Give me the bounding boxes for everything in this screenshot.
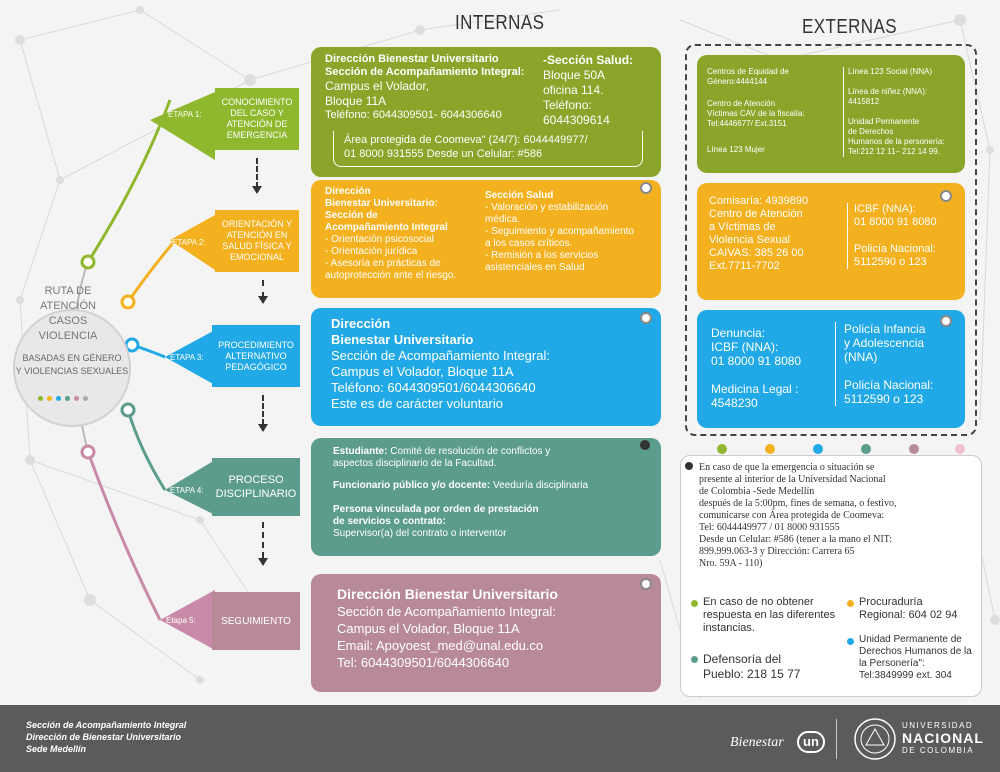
internas-4-text: Estudiante: Comité de resolución de conf… xyxy=(333,446,589,539)
connector-dot xyxy=(940,190,952,202)
internas-stage-1-box: Dirección Bienestar Universitario Secció… xyxy=(311,47,661,177)
un-logo: un xyxy=(797,731,825,753)
arrow-2-3 xyxy=(262,280,266,298)
stage-1-box[interactable]: CONOCIMIENTO DEL CASO Y ATENCIÓN DE EMER… xyxy=(215,88,299,150)
externas-3-left: Denuncia: ICBF (NNA): 01 8000 91 8080 Me… xyxy=(711,326,802,410)
note-dot-green xyxy=(691,600,698,607)
legend-dot-teal xyxy=(861,444,871,454)
university-name: UNIVERSIDAD NACIONAL DE COLOMBIA xyxy=(902,721,984,755)
etapa-3-label: ETAPA 3: xyxy=(170,353,204,362)
connector-dot xyxy=(640,312,652,324)
header-externas: EXTERNAS xyxy=(802,16,898,38)
stage-1-text: CONOCIMIENTO DEL CASO Y ATENCIÓN DE EMER… xyxy=(221,97,293,140)
note-no-response: En caso de no obtener respuesta en las d… xyxy=(703,596,836,634)
footer-divider xyxy=(836,719,837,759)
arrowhead-4-5 xyxy=(258,558,268,566)
connector-dot xyxy=(940,315,952,327)
note-dot-blue xyxy=(847,638,854,645)
header-internas: INTERNAS xyxy=(455,12,545,34)
externas-box-3: Denuncia: ICBF (NNA): 01 8000 91 8080 Me… xyxy=(697,310,965,428)
legend-dot-green xyxy=(717,444,727,454)
arrowhead-1-2 xyxy=(252,186,262,194)
externas-2-left: Comisaría: 4939890 Centro de Atención a … xyxy=(709,195,809,272)
connector-dot xyxy=(640,578,652,590)
etapa-4-label: ETAPA 4: xyxy=(170,486,204,495)
university-seal-icon xyxy=(854,718,896,760)
connector-dot xyxy=(640,182,652,194)
internas-stage-5-box: Dirección Bienestar Universitario Secció… xyxy=(311,574,661,692)
route-branches xyxy=(13,92,215,650)
externas-container xyxy=(685,44,977,436)
note-defensoria: Defensoría del Pueblo: 218 15 77 xyxy=(703,652,801,681)
stage-5-text: SEGUIMIENTO xyxy=(221,615,291,627)
internas-1-left: Dirección Bienestar Universitario Secció… xyxy=(325,53,525,121)
internas-stage-4-box: Estudiante: Comité de resolución de conf… xyxy=(311,438,661,556)
bienestar-logo-text: Bienestar xyxy=(730,735,784,750)
arrowhead-2-3 xyxy=(258,296,268,304)
coomeva-protected-area: Área protegida de Coomeva" (24/7): 60444… xyxy=(333,131,643,167)
arrow-3-4 xyxy=(262,395,266,425)
connector-dot xyxy=(640,440,650,450)
internas-stage-2-box: Dirección Bienestar Universitario: Secci… xyxy=(311,180,661,298)
externas-box-2: Comisaría: 4939890 Centro de Atención a … xyxy=(697,183,965,300)
note-dot-orange xyxy=(847,600,854,607)
internas-2-right: Sección Salud - Valoración y estabilizac… xyxy=(485,190,634,273)
legend-dot-mauve xyxy=(909,444,919,454)
note-box: En caso de que la emergencia o situación… xyxy=(680,455,982,697)
legend-dot-orange xyxy=(765,444,775,454)
externas-1-right: Línea 123 Social (NNA) Línea de niñez (N… xyxy=(843,67,965,157)
internas-2-left: Dirección Bienestar Universitario: Secci… xyxy=(325,186,457,281)
note-bullet-dot xyxy=(685,462,693,470)
ruta-title: RUTA DE ATENCIÓN CASOS VIOLENCIA xyxy=(38,285,98,342)
stage-2-box[interactable]: ORIENTACIÓN Y ATENCIÓN EN SALUD FÍSICA Y… xyxy=(215,210,299,272)
legend-dot-blue xyxy=(813,444,823,454)
ruta-circle-text: BASADAS EN GÉNERO Y VIOLENCIAS SEXUALES xyxy=(15,353,129,376)
stage-4-box[interactable]: PROCESO DISCIPLINARIO xyxy=(212,458,300,516)
stage-3-text: PROCEDIMIENTO ALTERNATIVO PEDAGÓGICO xyxy=(218,339,294,372)
externas-box-1: Centros de Equidad de Género:4444144 Cen… xyxy=(697,55,965,173)
internas-stage-3-box: Dirección Bienestar Universitario Secció… xyxy=(311,308,661,426)
externas-2-right: ICBF (NNA): 01 8000 91 8080 Policía Naci… xyxy=(847,203,965,269)
internas-3-text: Dirección Bienestar Universitario Secció… xyxy=(331,316,550,411)
internas-1-right: -Sección Salud: Bloque 50A oficina 114. … xyxy=(543,53,634,127)
stage-2-text: ORIENTACIÓN Y ATENCIÓN EN SALUD FÍSICA Y… xyxy=(221,219,293,262)
note-personeria: Unidad Permanente de Derechos Humanos de… xyxy=(859,634,972,681)
stage-3-box[interactable]: PROCEDIMIENTO ALTERNATIVO PEDAGÓGICO xyxy=(212,325,300,387)
externas-1-left: Centros de Equidad de Género:4444144 Cen… xyxy=(707,67,805,154)
externas-3-right: Policía Infancia y Adolescencia (NNA) Po… xyxy=(835,322,965,406)
internas-5-text: Dirección Bienestar Universitario Secció… xyxy=(337,586,558,670)
arrow-4-5 xyxy=(262,522,266,558)
footer: Sección de Acompañamiento Integral Direc… xyxy=(0,705,1000,772)
note-paragraph: En caso de que la emergencia o situación… xyxy=(699,462,897,569)
etapa-5-label: Etapa 5: xyxy=(166,616,196,625)
stage-4-text: PROCESO DISCIPLINARIO xyxy=(215,474,297,500)
arrowhead-3-4 xyxy=(258,424,268,432)
arrow-1-2 xyxy=(256,158,260,188)
etapa-1-label: ETAPA 1: xyxy=(168,110,202,119)
etapa-2-label: ETAPA 2: xyxy=(172,238,206,247)
footer-credits: Sección de Acompañamiento Integral Direc… xyxy=(26,720,187,754)
note-procuraduria: Procuraduría Regional: 604 02 94 xyxy=(859,596,958,621)
ruta-color-dots xyxy=(38,388,88,406)
stage-5-box[interactable]: SEGUIMIENTO xyxy=(212,592,300,650)
legend-dot-pink xyxy=(955,444,965,454)
note-dot-teal xyxy=(691,656,698,663)
